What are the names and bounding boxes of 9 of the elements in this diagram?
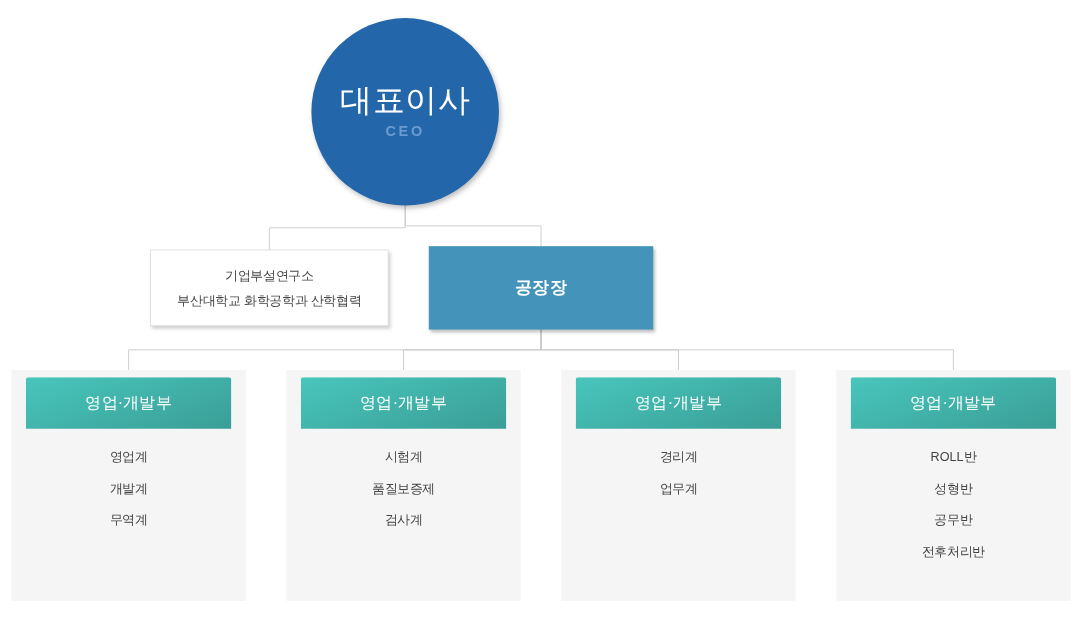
node-circle: 대표이사 CEO: [311, 18, 499, 206]
node-box: 영업·개발부 ROLL반 성형반 공무반 전후처리반: [836, 370, 1071, 601]
node-box: 영업·개발부 경리계 업무계: [561, 370, 796, 601]
node-box: 영업·개발부 영업계 개발계 무역계: [11, 370, 246, 601]
node-box: 영업·개발부 시험계 품질보증제 검사계: [286, 370, 521, 601]
node-box: 공장장: [428, 246, 654, 330]
node-box: 기업부설연구소 부산대학교 화학공학과 산학협력: [150, 249, 389, 327]
connector: [540, 329, 954, 371]
connector: [404, 205, 542, 247]
